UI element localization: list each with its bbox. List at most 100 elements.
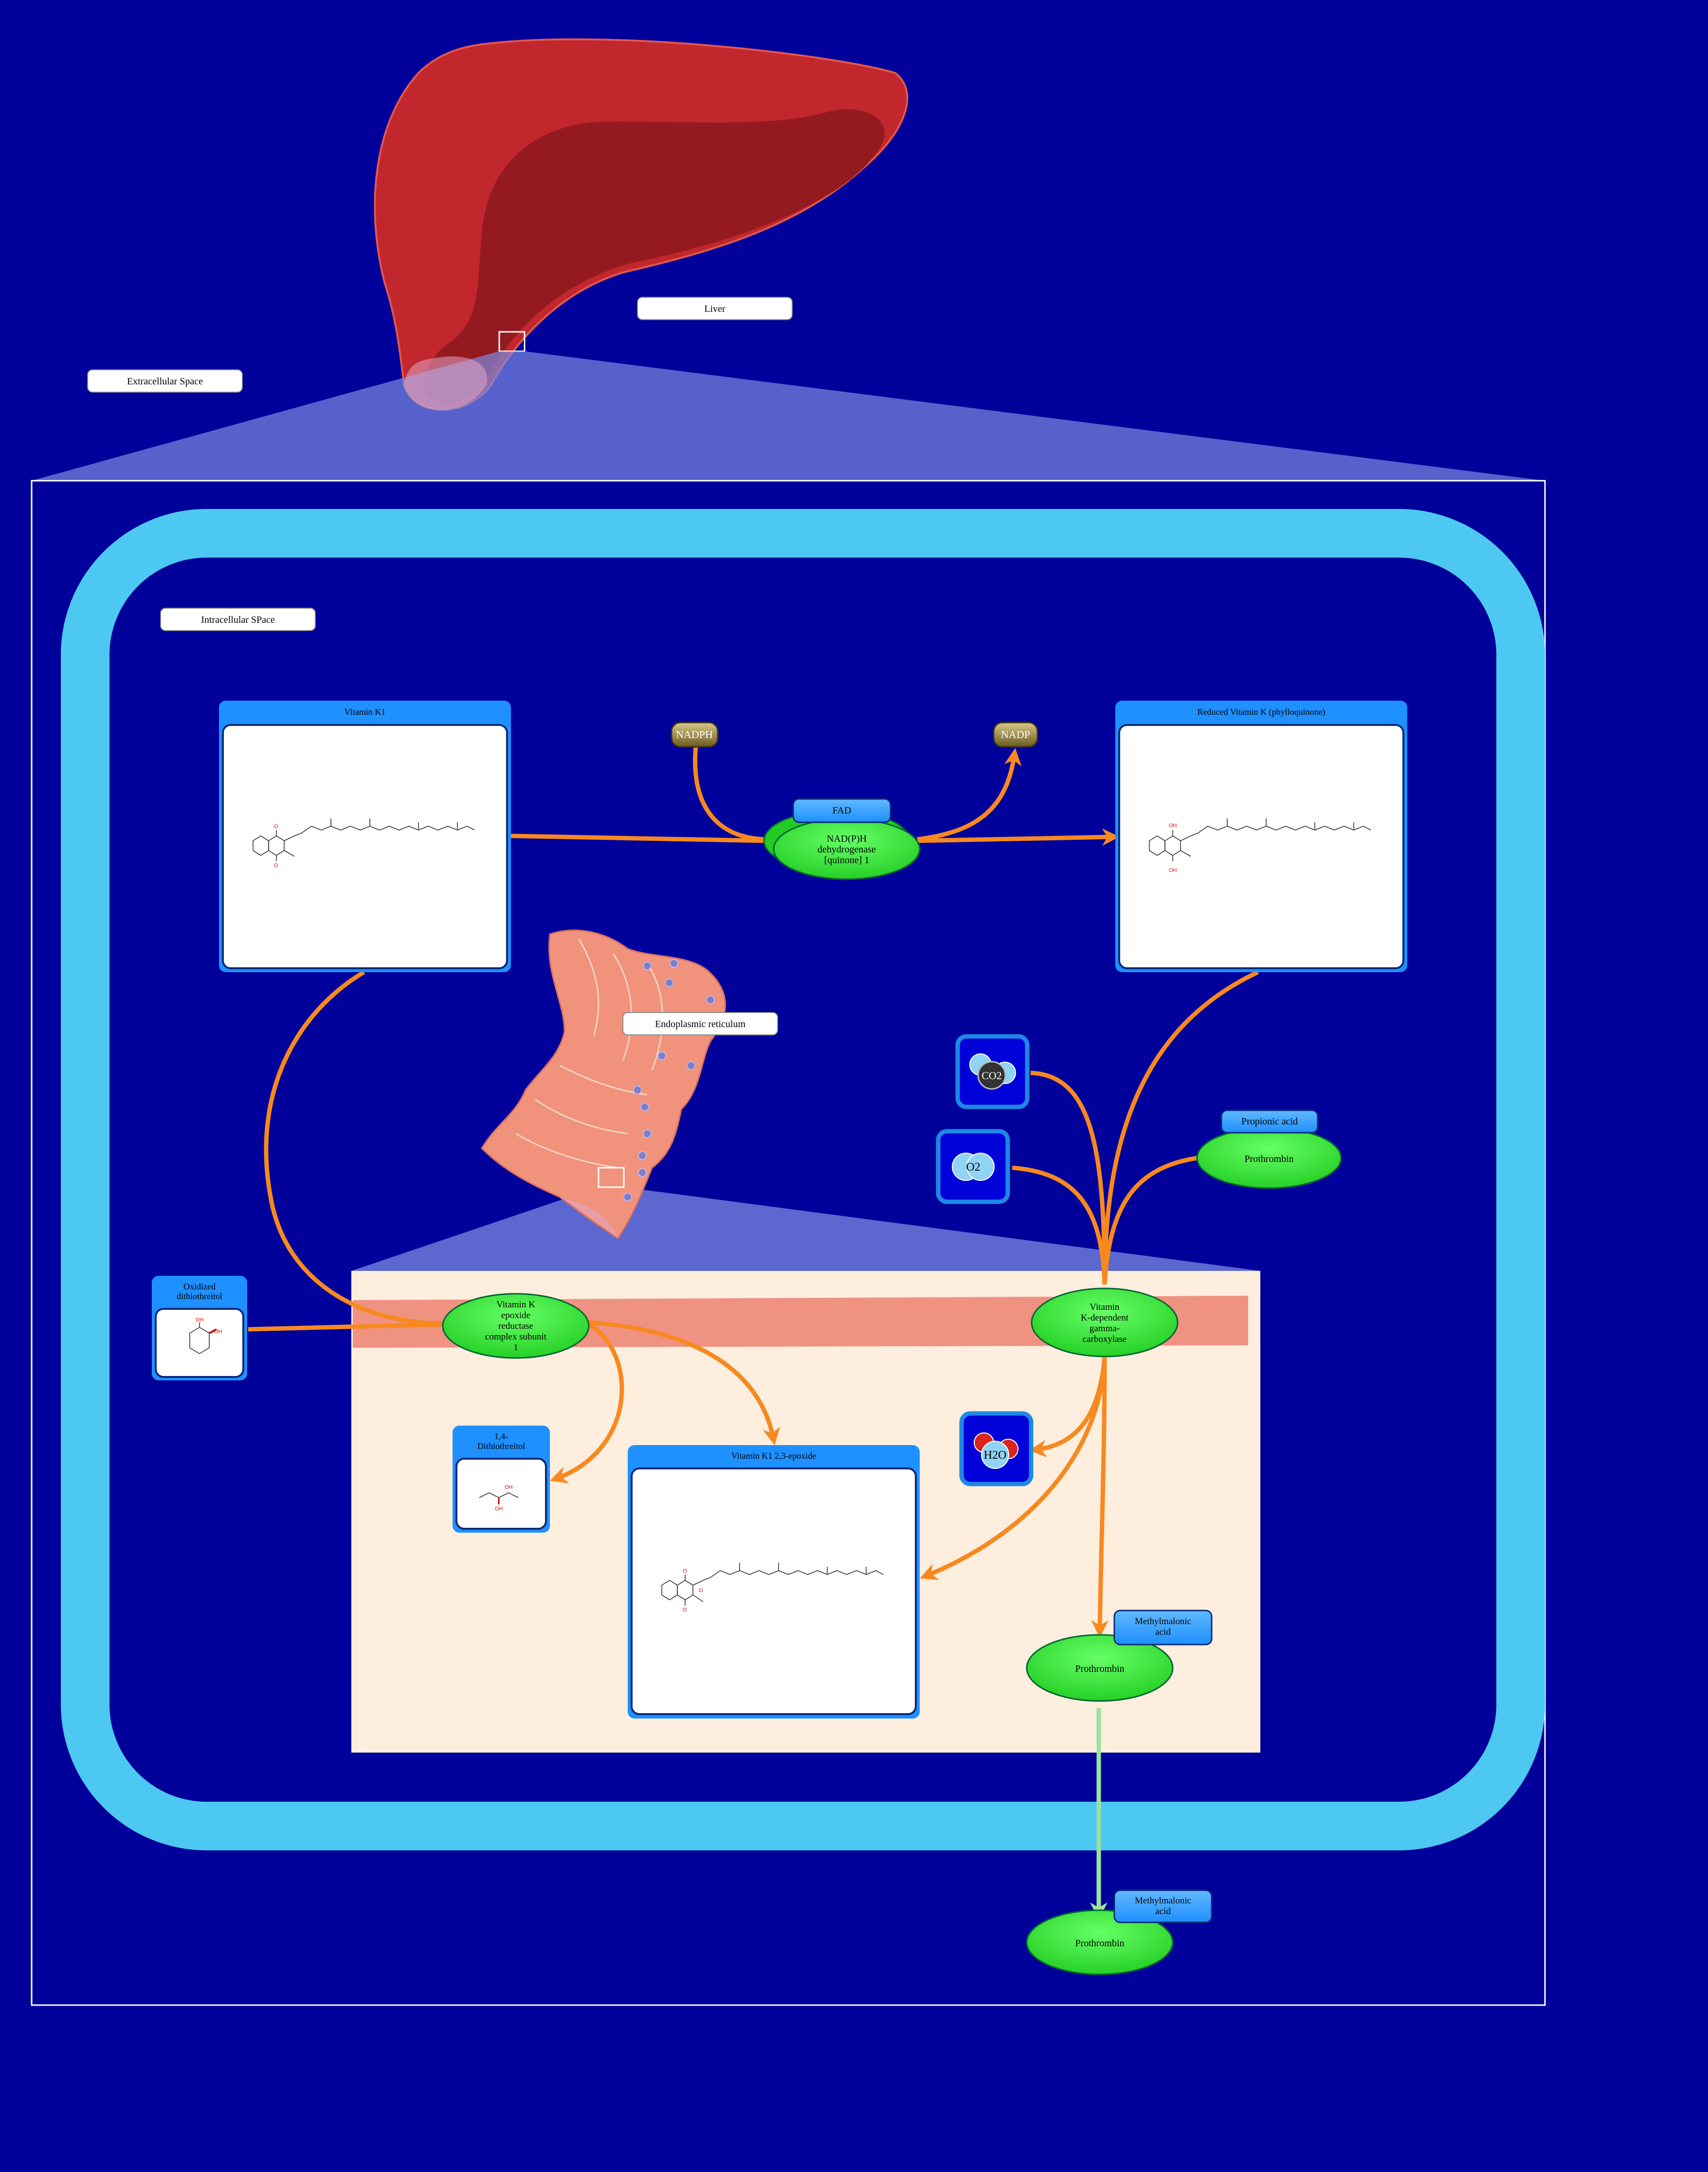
- oxidized-dtt-title-line1: Oxidized: [183, 1282, 216, 1291]
- arrow-vitk1-to-nqo1: [510, 833, 764, 843]
- oxidized-dtt-wedge: [209, 1328, 217, 1334]
- prothrombin-cytosol-label: Prothrombin: [1244, 1154, 1293, 1164]
- vkorc1-label-line4: complex subunit: [485, 1332, 547, 1342]
- arrow-ggcx-to-epoxide: [919, 1357, 1107, 1580]
- fad-cofactor[interactable]: FAD: [792, 798, 891, 823]
- cell-membrane: [61, 509, 1545, 1850]
- intracellular-label-text: Intracellular SPace: [201, 615, 275, 625]
- er-zoom-box: [598, 1167, 625, 1188]
- liver-zoom-wedge: [32, 351, 1545, 481]
- h2o-node[interactable]: H2O: [959, 1411, 1034, 1486]
- methylmalonic-acid-modifier-2[interactable]: Methylmalonic acid: [1113, 1889, 1213, 1923]
- h2o-label: H2O: [984, 1449, 1007, 1462]
- vitamin-k1-o-bottom: O: [274, 863, 278, 869]
- propionic-acid-label: Propionic acid: [1241, 1116, 1298, 1127]
- prothrombin-extracellular-label: Prothrombin: [1075, 1938, 1124, 1949]
- arrow-o2-to-ggcx: [1012, 1165, 1107, 1285]
- ggcx-label-line3: gamma-: [1090, 1323, 1120, 1334]
- liver-organ: [374, 38, 909, 411]
- prothrombin-er[interactable]: Prothrombin Methylmalonic acid: [1026, 1610, 1213, 1702]
- nadph-label: NADPH: [676, 728, 713, 741]
- arrow-vitk1-to-vkorc1: [264, 970, 443, 1326]
- prothrombin-extracellular[interactable]: Prothrombin Methylmalonic acid: [1026, 1889, 1213, 1975]
- vkorc1-label-line2: epoxide: [501, 1310, 530, 1321]
- arrow-co2-to-ggcx: [1030, 1070, 1107, 1285]
- o2-label: O2: [966, 1161, 980, 1174]
- arrow-prothrombin-to-ggcx: [1102, 1156, 1198, 1285]
- oxidized-dtt-oh2: OH: [214, 1329, 222, 1335]
- fad-label: FAD: [833, 805, 852, 816]
- vkorc1-enzyme[interactable]: Vitamin K epoxide reductase complex subu…: [442, 1293, 590, 1359]
- arrow-ggcx-to-prothrombin: [1091, 1357, 1109, 1638]
- reaction-arrows: [248, 746, 1259, 1638]
- methylmalonic-1-line2: acid: [1155, 1627, 1171, 1637]
- intracellular-label: Intracellular SPace: [160, 608, 316, 631]
- prothrombin-cytosol[interactable]: Prothrombin Propionic acid: [1196, 1109, 1342, 1189]
- nadph-node[interactable]: NADPH: [671, 722, 719, 748]
- vitamin-k1-structure: [253, 818, 475, 861]
- co2-label: CO2: [981, 1069, 1002, 1082]
- epoxide-o-top: O: [683, 1568, 687, 1574]
- nadp-node[interactable]: NADP: [993, 722, 1038, 748]
- er-label: Endoplasmic reticulum: [622, 1012, 778, 1035]
- arrow-vkorc1-to-epoxide: [588, 1320, 781, 1446]
- liver-label: Liver: [637, 297, 793, 320]
- liver-label-text: Liver: [704, 304, 726, 314]
- arrow-nqo1-to-reduced-vitk: [917, 828, 1120, 846]
- co2-node[interactable]: CO2: [955, 1034, 1030, 1109]
- dtt-title-line2: Dithiothreitol: [477, 1441, 525, 1451]
- oxidized-dtt-title-line2: dithiothreitol: [177, 1291, 222, 1301]
- reduced-vitamin-k-oh-top: OH: [1169, 823, 1177, 829]
- ggcx-label-line1: Vitamin: [1090, 1302, 1120, 1312]
- dtt-oh2: OH: [495, 1506, 503, 1512]
- er-organelle: [481, 929, 726, 1240]
- oxidized-dtt-oh1: OH: [196, 1317, 204, 1323]
- reduced-vitamin-k-box[interactable]: Reduced Vitamin K (phylloquinone) OH OH: [1115, 701, 1407, 972]
- dtt-box[interactable]: 1,4- Dithiothreitol OH OH: [453, 1426, 550, 1533]
- epoxide-structure: [661, 1563, 884, 1606]
- ggcx-enzyme[interactable]: Vitamin K-dependent gamma- carboxylase: [1031, 1287, 1179, 1358]
- oxidized-dtt-box[interactable]: Oxidized dithiothreitol OH OH: [152, 1276, 247, 1380]
- oxidized-dtt-structure: [189, 1322, 210, 1354]
- vkorc1-label-line5: 1: [513, 1342, 518, 1353]
- epoxide-title: Vitamin K1 2,3-epoxide: [731, 1451, 816, 1461]
- epoxide-o-ring: O: [699, 1588, 703, 1593]
- methylmalonic-acid-modifier-1[interactable]: Methylmalonic acid: [1113, 1610, 1213, 1646]
- prothrombin-er-label: Prothrombin: [1075, 1664, 1124, 1674]
- nqo1-label-line2: dehydrogenase: [818, 844, 876, 855]
- epoxide-box[interactable]: Vitamin K1 2,3-epoxide O O O: [628, 1445, 920, 1719]
- er-label-text: Endoplasmic reticulum: [655, 1019, 746, 1030]
- dtt-oh1: OH: [505, 1484, 513, 1490]
- vitamin-k1-box[interactable]: Vitamin K1 O O: [219, 701, 511, 972]
- liver-zoom-highlight: [404, 356, 488, 410]
- o2-node[interactable]: O2: [936, 1129, 1010, 1204]
- ggcx-label-line4: carboxylase: [1083, 1334, 1127, 1344]
- arrow-nadph-to-nqo1: [693, 746, 764, 842]
- reduced-vitamin-k-oh-bottom: OH: [1169, 868, 1177, 873]
- nadp-label: NADP: [1001, 728, 1030, 741]
- arrow-reduced-vitk-to-ggcx: [1102, 970, 1259, 1285]
- extracellular-label: Extracellular Space: [87, 369, 243, 393]
- vkorc1-label-line1: Vitamin K: [496, 1300, 535, 1310]
- nqo1-enzyme[interactable]: FAD NAD(P)H dehydrogenase [quinone] 1: [763, 798, 921, 880]
- reduced-vitamin-k-structure: [1149, 818, 1371, 861]
- arrow-oxdtt-to-vkorc1: [248, 1322, 443, 1332]
- liver-lobe-shadow: [423, 109, 885, 404]
- propionic-acid-modifier[interactable]: Propionic acid: [1220, 1109, 1319, 1134]
- vitamin-k1-o-top: O: [274, 824, 278, 830]
- extracellular-label-text: Extracellular Space: [127, 376, 203, 387]
- dtt-title-line1: 1,4-: [494, 1431, 509, 1441]
- epoxide-o-bottom: O: [683, 1607, 687, 1613]
- methylmalonic-2-line1: Methylmalonic: [1135, 1896, 1191, 1906]
- vkorc1-label-line3: reductase: [498, 1321, 533, 1331]
- ggcx-label-line2: K-dependent: [1081, 1313, 1129, 1323]
- arrow-nqo1-to-nadp: [917, 748, 1022, 842]
- methylmalonic-2-line2: acid: [1155, 1906, 1171, 1917]
- vitamin-k1-title: Vitamin K1: [345, 707, 385, 717]
- reduced-vitamin-k-title: Reduced Vitamin K (phylloquinone): [1197, 707, 1325, 717]
- nqo1-label-line1: NAD(P)H: [827, 833, 867, 844]
- methylmalonic-1-line1: Methylmalonic: [1135, 1616, 1191, 1627]
- nqo1-label-line3: [quinone] 1: [824, 855, 870, 866]
- arrow-vkorc1-to-dtt: [549, 1322, 624, 1484]
